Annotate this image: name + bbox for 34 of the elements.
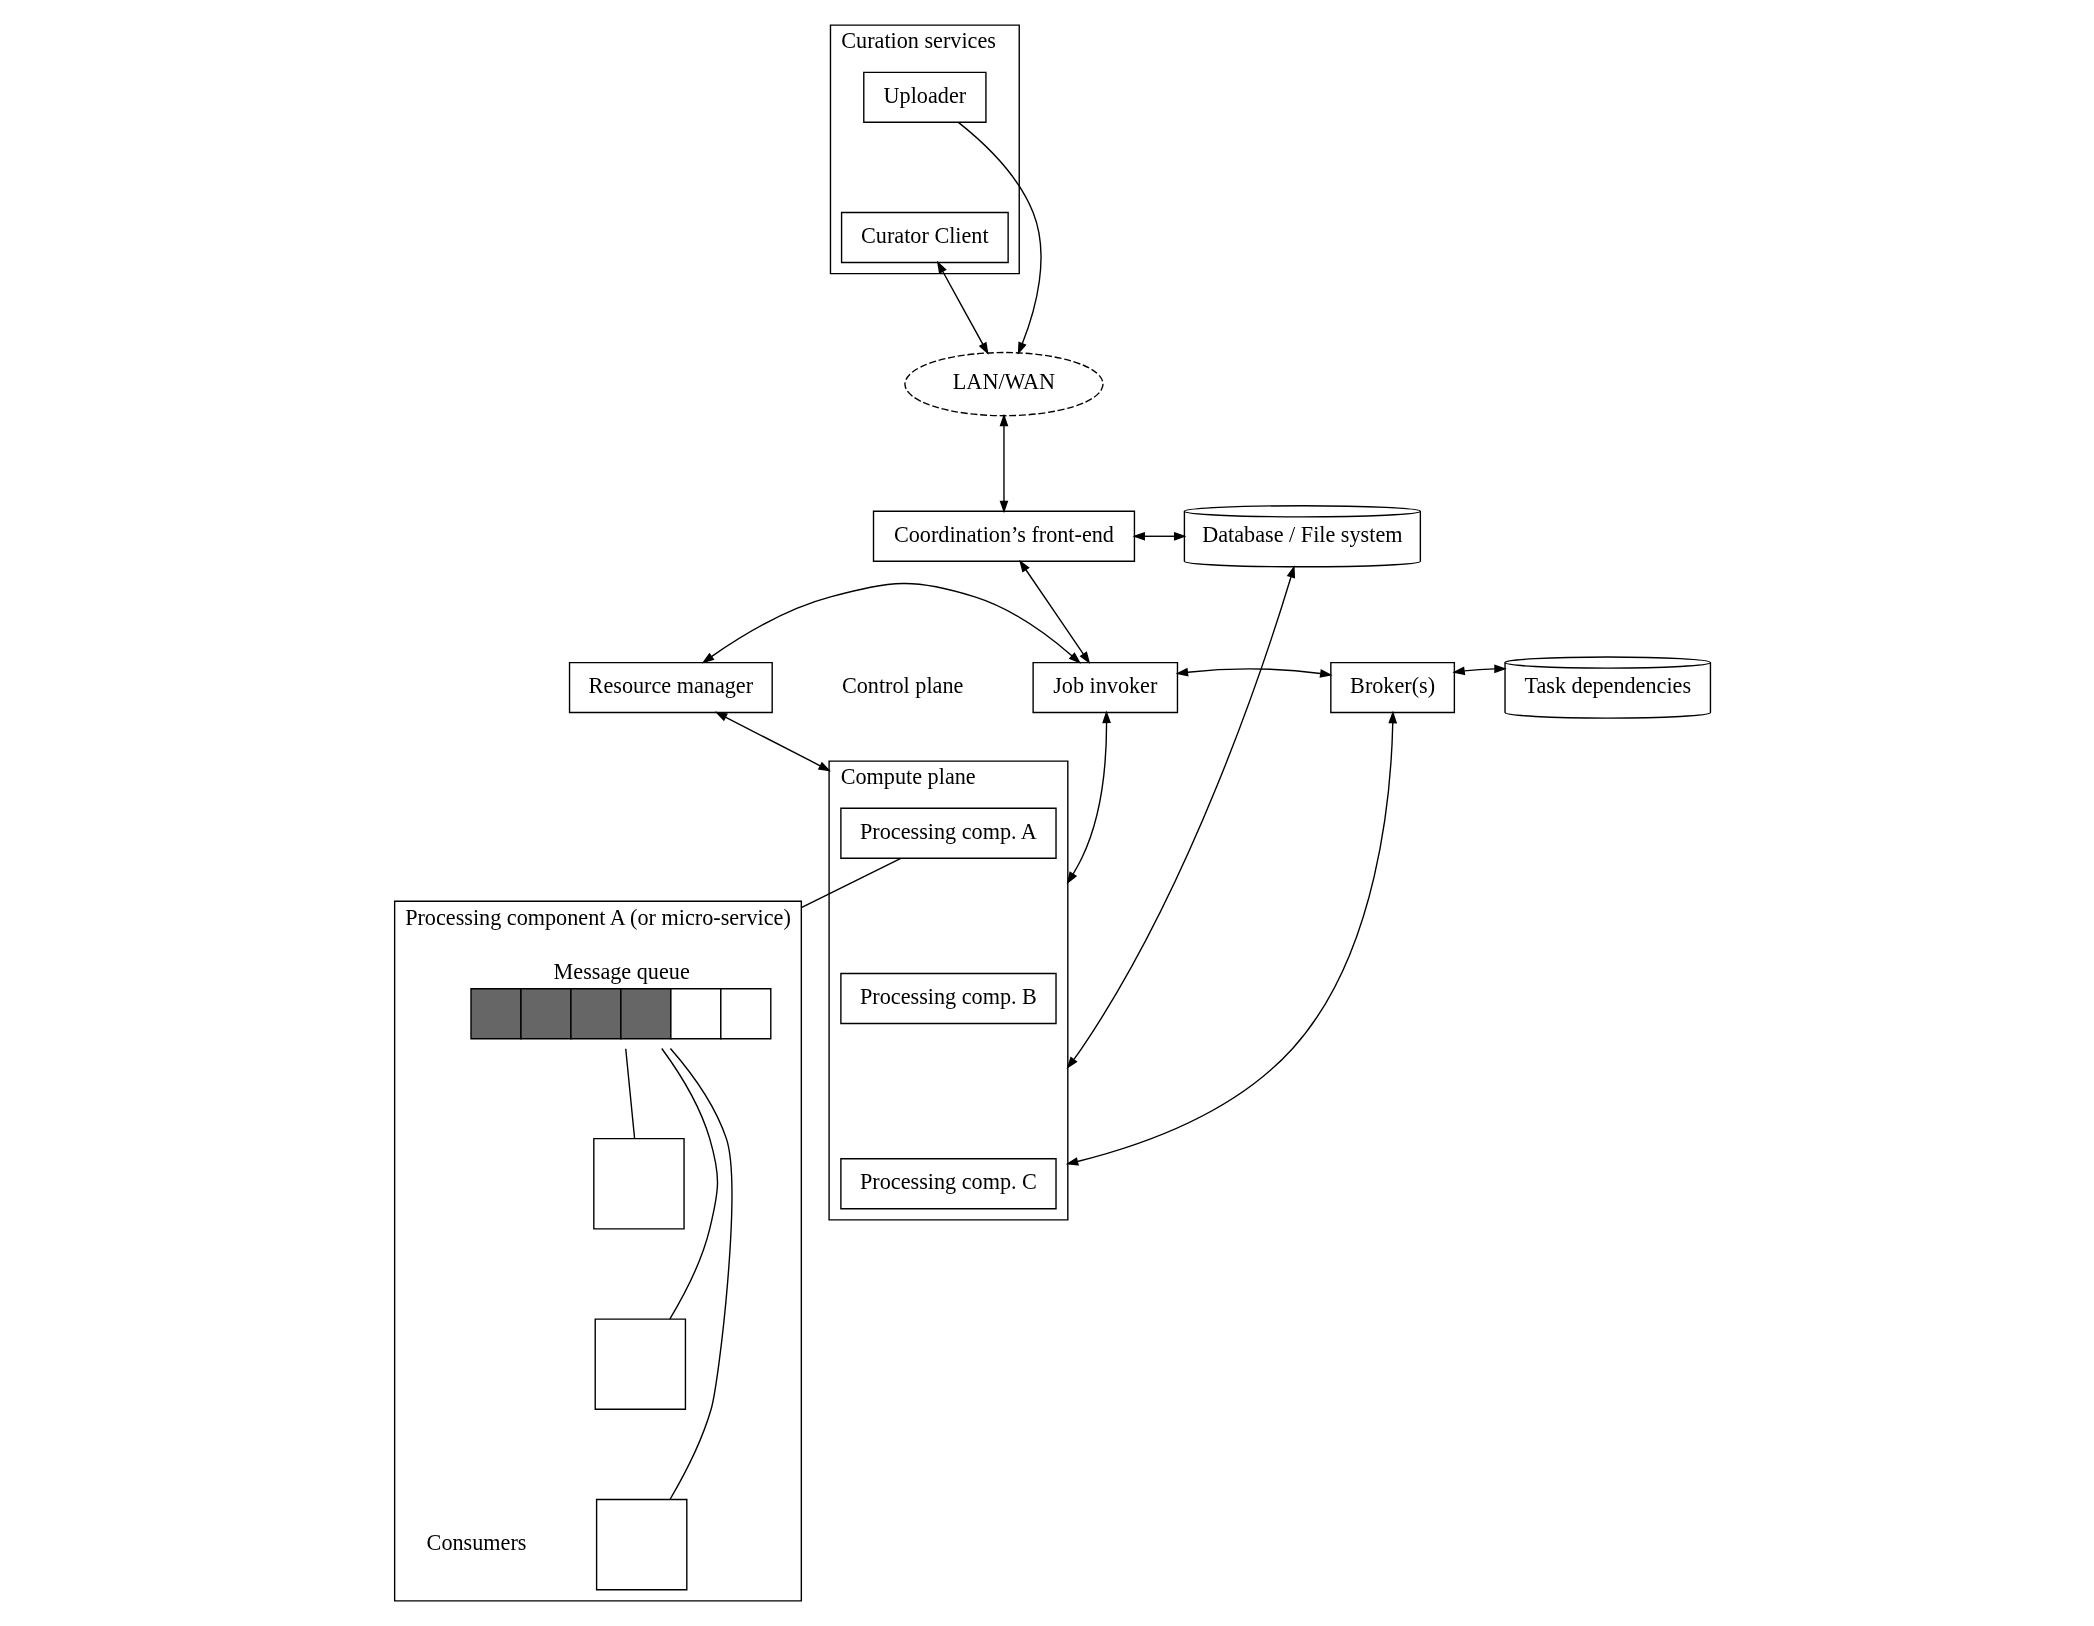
node-ellipse: LAN/WAN xyxy=(904,351,1104,417)
node-box: Job invoker xyxy=(1032,661,1179,714)
node-box: Processing comp. C xyxy=(840,1158,1057,1210)
cluster xyxy=(393,900,803,1602)
node-box: Uploader xyxy=(863,71,987,123)
node-label: Message queue xyxy=(553,958,690,984)
node-box: Resource manager xyxy=(568,661,773,714)
arrow xyxy=(1132,531,1187,541)
node-box: Broker(s) xyxy=(1330,661,1456,714)
node-box: Curator Client xyxy=(840,211,1009,264)
node-box xyxy=(595,1498,688,1591)
arrow xyxy=(999,413,1009,514)
node-box: Coordination’s front-end xyxy=(872,510,1136,562)
arrow xyxy=(1066,565,1296,1070)
arrow xyxy=(1452,664,1507,676)
connector xyxy=(669,1047,733,1500)
arrow xyxy=(1019,559,1091,665)
arrow xyxy=(1065,710,1398,1166)
node-box xyxy=(593,1137,685,1230)
connector xyxy=(800,857,902,909)
arrow xyxy=(1066,710,1111,885)
node-box: Processing comp. B xyxy=(840,972,1057,1025)
arrow xyxy=(936,260,989,355)
arrow xyxy=(1175,667,1333,678)
arrow xyxy=(701,582,1082,664)
label: Control plane xyxy=(841,672,964,698)
connector xyxy=(661,1047,719,1320)
node-label: Processing component A (or micro-service) xyxy=(405,904,791,930)
connector xyxy=(625,1048,636,1139)
node-box: Processing comp. A xyxy=(840,807,1057,859)
arrow xyxy=(957,121,1042,355)
arrow xyxy=(714,711,831,772)
label: Consumers xyxy=(426,1529,527,1555)
node-box xyxy=(594,1318,687,1410)
